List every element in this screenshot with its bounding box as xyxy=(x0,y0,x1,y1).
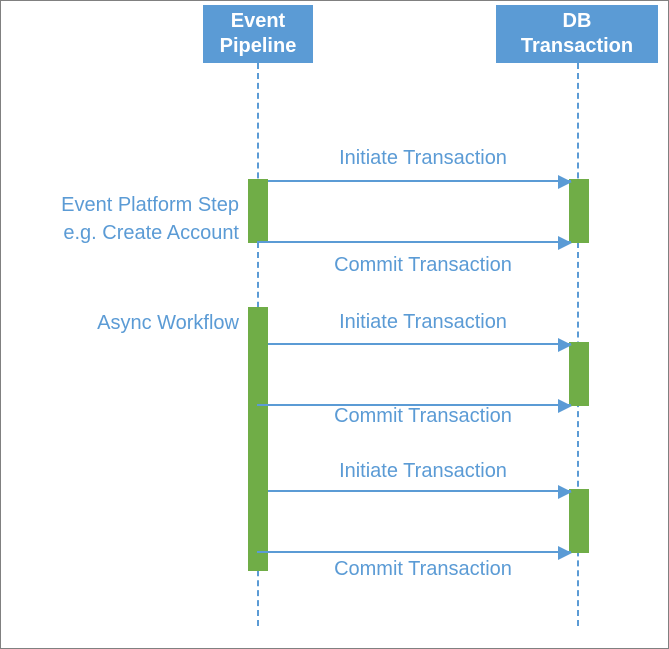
arrowhead-icon xyxy=(558,399,572,413)
message-label-initiate-transaction-1: Initiate Transaction xyxy=(339,147,507,169)
message-arrow-initiate-transaction-3[interactable] xyxy=(268,485,572,499)
activation-bar-db-transaction-1 xyxy=(569,179,589,243)
arrowhead-icon xyxy=(558,485,572,499)
message-arrow-commit-transaction-3[interactable] xyxy=(257,546,572,560)
participant-event-pipeline[interactable]: Event Pipeline xyxy=(203,5,313,63)
arrowhead-icon xyxy=(558,338,572,352)
note-async-workflow: Async Workflow xyxy=(97,312,239,334)
arrowhead-icon xyxy=(558,236,572,250)
arrowhead-icon xyxy=(558,175,572,189)
message-label-commit-transaction-2: Commit Transaction xyxy=(334,405,512,427)
message-label-commit-transaction-3: Commit Transaction xyxy=(334,558,512,580)
message-arrow-initiate-transaction-1[interactable] xyxy=(268,175,572,189)
note-event-platform-step: Event Platform Step e.g. Create Account xyxy=(61,194,239,244)
activation-bar-db-transaction-2 xyxy=(569,342,589,406)
message-label-initiate-transaction-2: Initiate Transaction xyxy=(339,311,507,333)
message-label-initiate-transaction-3: Initiate Transaction xyxy=(339,460,507,482)
activation-bar-db-transaction-3 xyxy=(569,489,589,553)
message-arrow-initiate-transaction-2[interactable] xyxy=(268,338,572,352)
message-arrow-commit-transaction-1[interactable] xyxy=(257,236,572,250)
activation-bar-event-pipeline-2 xyxy=(248,307,268,571)
message-arrow-commit-transaction-2[interactable] xyxy=(257,399,572,413)
message-label-commit-transaction-1: Commit Transaction xyxy=(334,254,512,276)
activation-bar-event-pipeline-1 xyxy=(248,179,268,243)
arrowhead-icon xyxy=(558,546,572,560)
participant-db-transaction[interactable]: DB Transaction xyxy=(496,5,658,63)
